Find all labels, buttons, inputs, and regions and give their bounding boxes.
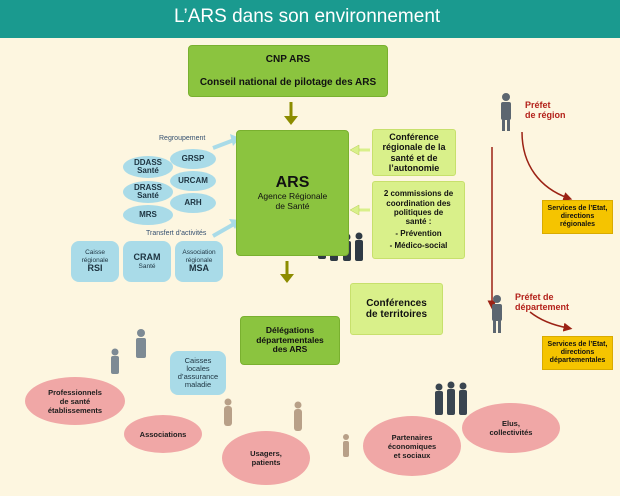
arrow-commissions-to-ars xyxy=(349,204,370,216)
services-departementaux-text: Services de l’Etat, directions départeme… xyxy=(547,340,608,365)
prefet-departement-label: Préfet de département xyxy=(515,292,570,312)
cnp-ars-subtitle: Conseil national de pilotage des ARS xyxy=(199,76,377,88)
msa-line1: Association xyxy=(182,249,216,257)
conferences-territoires-box: Conférences de territoires xyxy=(350,283,443,335)
users-figure xyxy=(224,398,349,457)
ars-subtitle: Agence Régionale de Santé xyxy=(257,191,328,212)
arrow-cnp-to-ars xyxy=(284,102,298,125)
cram-name: CRAM xyxy=(133,251,161,262)
transfert-label: Transfert d’activités xyxy=(146,230,207,237)
rsi-name: RSI xyxy=(87,262,103,273)
delegations-text: Délégations départementales des ARS xyxy=(256,324,324,355)
ddass-oval: DDASS Santé xyxy=(123,156,173,178)
cnp-ars-box: CNP ARS Conseil national de pilotage des… xyxy=(188,45,388,97)
associations-ellipse: Associations xyxy=(124,415,202,453)
mrs-oval: MRS xyxy=(123,205,173,225)
prefet-departement-figure xyxy=(492,295,502,333)
rsi-line2: régionale xyxy=(81,256,109,264)
partenaires-ellipse: Partenaires économiques et sociaux xyxy=(363,416,461,476)
conferences-territoires-text: Conférences de territoires xyxy=(365,297,428,321)
urcam-oval: URCAM xyxy=(170,171,216,191)
cnp-ars-title: CNP ARS xyxy=(265,53,311,65)
commissions-item-medico-social: - Médico-social xyxy=(389,241,448,251)
conference-regionale-text: Conférence régionale de la santé et de l… xyxy=(382,131,446,173)
arh-oval: ARH xyxy=(170,193,216,213)
commissions-box: 2 commissions de coordination des politi… xyxy=(372,181,465,259)
ars-title: ARS xyxy=(275,174,310,192)
msa-line2: régionale xyxy=(185,256,213,264)
prefet-region-label: Préfet de région xyxy=(525,100,566,120)
professionnels-ellipse: Professionnels de santé établissements xyxy=(25,377,125,425)
partners-figure xyxy=(435,381,467,415)
ars-box: ARS Agence Régionale de Santé xyxy=(236,130,349,256)
title-bar: L’ARS dans son environnement xyxy=(0,0,620,38)
services-regionaux-box: Services de l’Etat, directions régionale… xyxy=(542,200,613,234)
cram-box: CRAM Santé xyxy=(123,241,171,282)
page-title: L’ARS dans son environnement xyxy=(174,6,441,27)
caisses-locales-box: Caisses locales d’assurance maladie xyxy=(170,351,226,395)
caisses-locales-text: Caisses locales d’assurance maladie xyxy=(177,355,219,390)
health-professionals-figure xyxy=(111,329,146,374)
regroupement-label: Regroupement xyxy=(159,135,206,142)
arrow-conference-to-ars xyxy=(349,144,370,156)
commissions-item-prevention: - Prévention xyxy=(395,229,442,239)
rsi-line1: Caisse xyxy=(85,249,105,257)
conference-regionale-box: Conférence régionale de la santé et de l… xyxy=(372,129,456,176)
services-regionaux-text: Services de l’Etat, directions régionale… xyxy=(547,204,608,229)
prefet-region-figure xyxy=(501,93,511,131)
elus-ellipse: Elus, collectivités xyxy=(462,403,560,453)
drass-oval: DRASS Santé xyxy=(123,181,173,203)
delegations-box: Délégations départementales des ARS xyxy=(240,316,340,365)
commissions-text: 2 commissions de coordination des politi… xyxy=(383,189,454,226)
cram-sub: Santé xyxy=(138,262,156,270)
usagers-ellipse: Usagers, patients xyxy=(222,431,310,485)
msa-name: MSA xyxy=(189,262,209,273)
arrow-prefet-region-services xyxy=(521,131,573,201)
rsi-box: Caisse régionale RSI xyxy=(71,241,119,282)
services-departementaux-box: Services de l’Etat, directions départeme… xyxy=(542,336,613,370)
msa-box: Association régionale MSA xyxy=(175,241,223,282)
grsp-oval: GRSP xyxy=(170,149,216,169)
arrow-prefet-dept-services xyxy=(529,311,573,332)
arrow-ars-to-delegations xyxy=(280,261,294,283)
